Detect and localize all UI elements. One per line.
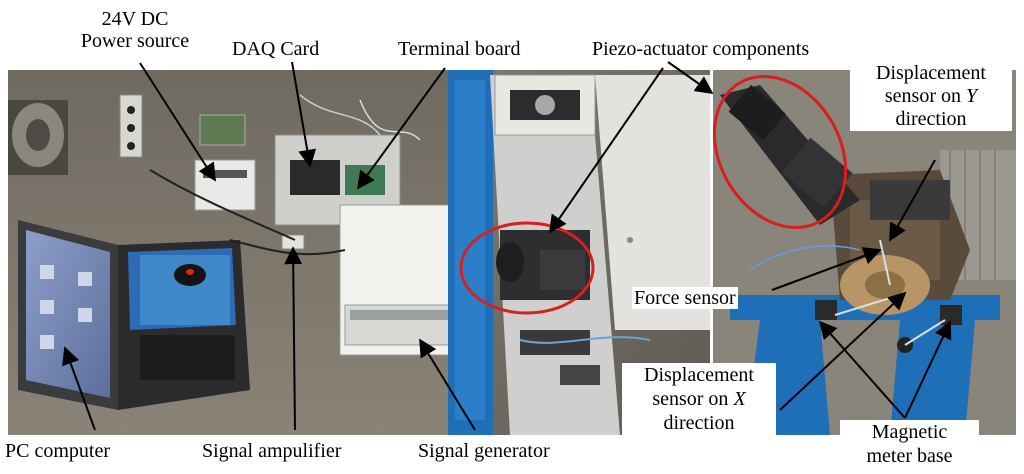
label-disp-y-line1: Displacement [876,62,986,84]
label-piezo-actuator: Piezo-actuator components [592,38,810,60]
arrow-force-sensor [771,247,882,291]
label-force-sensor: Force sensor [632,287,738,309]
label-signal-generator: Signal generator [418,440,550,462]
label-pc-computer: PC computer [5,440,110,462]
arrow-disp-y [889,159,936,242]
arrow-piezo-right [667,61,714,95]
annotation-arrows [62,61,952,431]
label-disp-y-var: Y [965,85,978,107]
label-disp-x: Displacement sensor on X direction [622,363,776,435]
label-disp-y: Displacement sensor on Y direction [850,62,1012,131]
arrow-terminal-board [356,67,446,190]
arrow-magnetic-base [818,320,906,419]
arrow-signal-amplifier [284,246,303,431]
label-power-source: 24V DC Power source [60,8,210,52]
label-disp-x-line3: direction [663,412,735,434]
arrow-pc-computer [62,346,96,431]
left-photo-panel [8,70,466,435]
piezo-highlight-middle [459,221,595,315]
label-disp-y-line2: sensor on Y [852,85,1010,108]
label-magnetic-line2: meter base [866,445,953,467]
label-daq-card: DAQ Card [232,38,320,60]
arrow-power-source [139,62,216,182]
label-magnetic-base: Magnetic meter base [840,420,979,468]
label-magnetic-line1: Magnetic [871,421,948,443]
label-power-source-line2: Power source [80,30,190,52]
label-disp-x-line2: sensor on X [624,387,774,411]
label-terminal-board: Terminal board [398,38,521,60]
label-disp-y-line3: direction [895,108,967,130]
arrow-magnetic-base-2 [904,320,952,419]
label-power-source-line1: 24V DC [101,8,169,30]
label-disp-x-line2-text: sensor on [652,388,734,410]
label-disp-x-line1: Displacement [644,364,754,386]
label-disp-y-line2-text: sensor on [884,85,966,107]
arrow-disp-x [779,291,907,411]
middle-photo-panel [448,70,710,435]
arrow-signal-generator [419,338,476,431]
piezo-highlight-right [712,75,848,229]
arrow-daq-card [291,61,317,168]
label-signal-amplifier: Signal ampulifier [202,440,342,462]
arrow-piezo-middle [548,67,664,234]
label-disp-x-var: X [733,388,746,410]
